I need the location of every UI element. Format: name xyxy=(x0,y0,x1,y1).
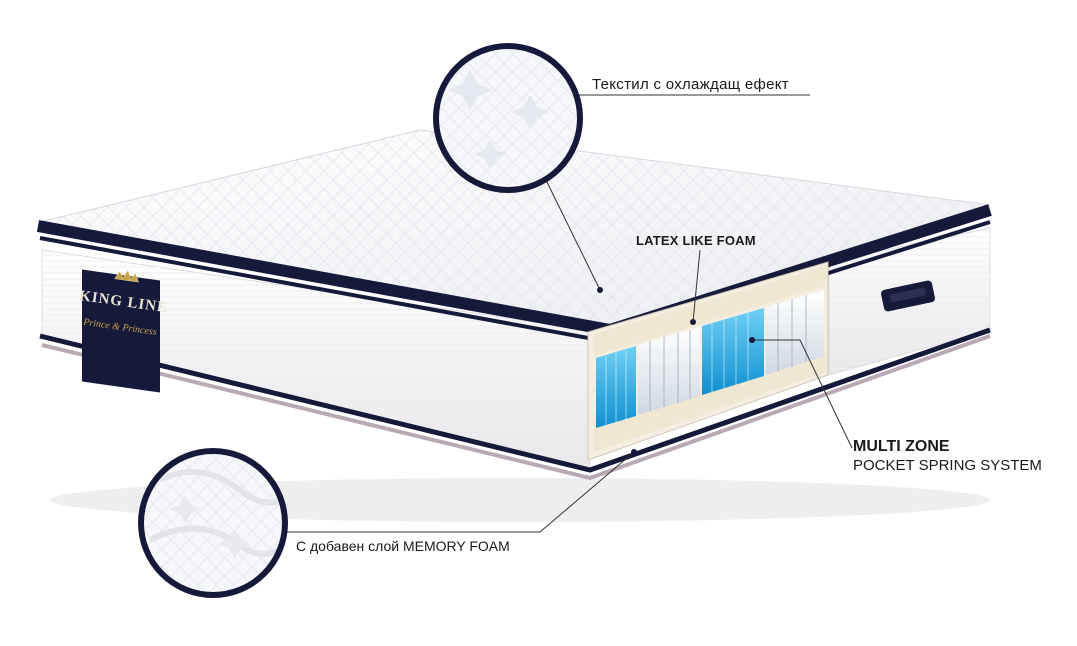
latex-foam-layer xyxy=(594,266,826,356)
spring-system-title: MULTI ZONE xyxy=(853,438,950,455)
latex-foam-label: LATEX LIKE FOAM xyxy=(636,233,756,248)
memory-foam-label: С добавен слой MEMORY FOAM xyxy=(296,538,510,554)
brand-label-panel xyxy=(82,269,160,393)
memory-foam-layer xyxy=(594,350,826,452)
bottom-trim xyxy=(39,327,991,473)
memory-foam-magnifier xyxy=(138,448,288,598)
cooling-fabric-label: Текстил с охлаждащ ефект xyxy=(592,76,789,93)
cooling-fabric-magnifier xyxy=(433,43,583,193)
callout-lines xyxy=(285,94,853,533)
spring-system-subtitle: POCKET SPRING SYSTEM xyxy=(853,457,1042,474)
pocket-springs xyxy=(596,290,824,428)
